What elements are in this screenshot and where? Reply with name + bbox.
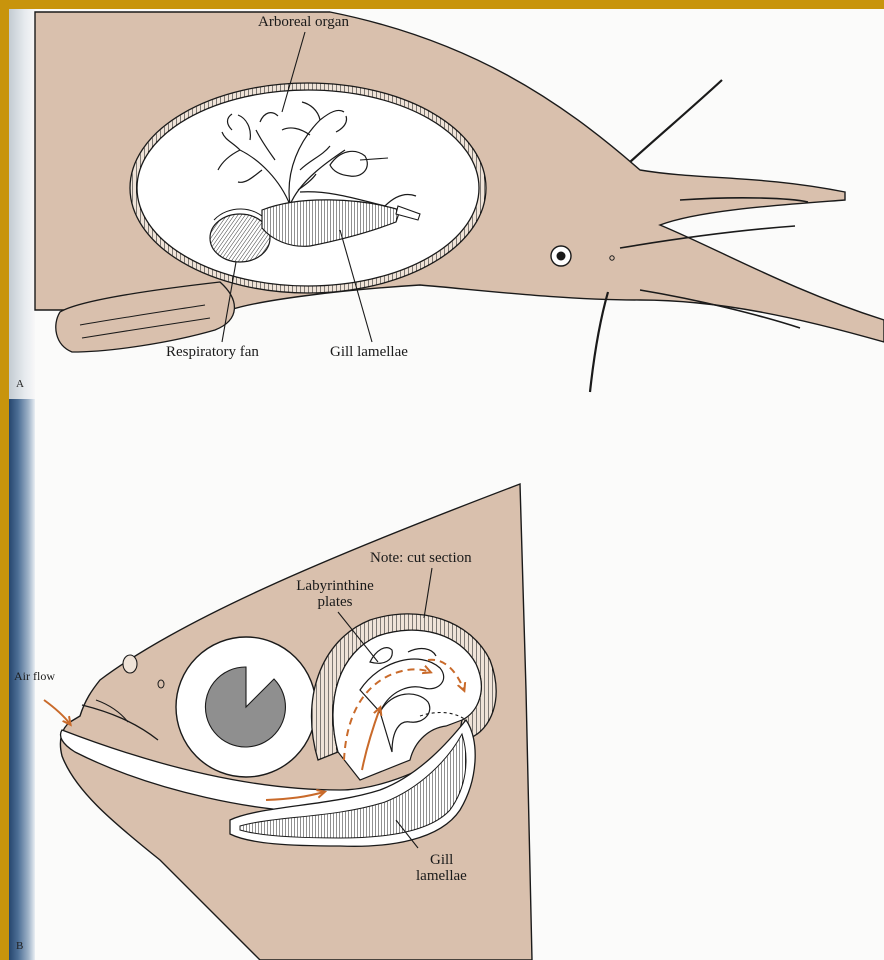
label-labyrinthine-line2: plates <box>290 594 380 610</box>
label-gill-lamellae-a: Gill lamellae <box>330 344 408 360</box>
label-gill-line1: Gill <box>430 852 453 868</box>
air-flow-arrow-mouth <box>44 700 70 724</box>
barbel-top <box>630 80 722 162</box>
panel-letter-b: B <box>16 940 23 952</box>
label-air-flow: Air flow <box>14 668 55 684</box>
label-respiratory-fan: Respiratory fan <box>166 344 259 360</box>
eye-pupil <box>205 667 285 747</box>
label-note-cut-section: Note: cut section <box>370 550 472 566</box>
catfish-head-diagram <box>35 12 884 392</box>
nostril-b <box>123 655 137 673</box>
label-arboreal-organ: Arboreal organ <box>258 14 349 30</box>
respiratory-fan-drawing <box>210 214 270 262</box>
label-gill-line2: lamellae <box>416 868 467 884</box>
cut-opening-interior <box>137 90 479 286</box>
barbel-bottom <box>590 292 608 392</box>
label-labyrinthine-line1: Labyrinthine <box>290 578 380 594</box>
panel-letter-a: A <box>16 378 24 390</box>
